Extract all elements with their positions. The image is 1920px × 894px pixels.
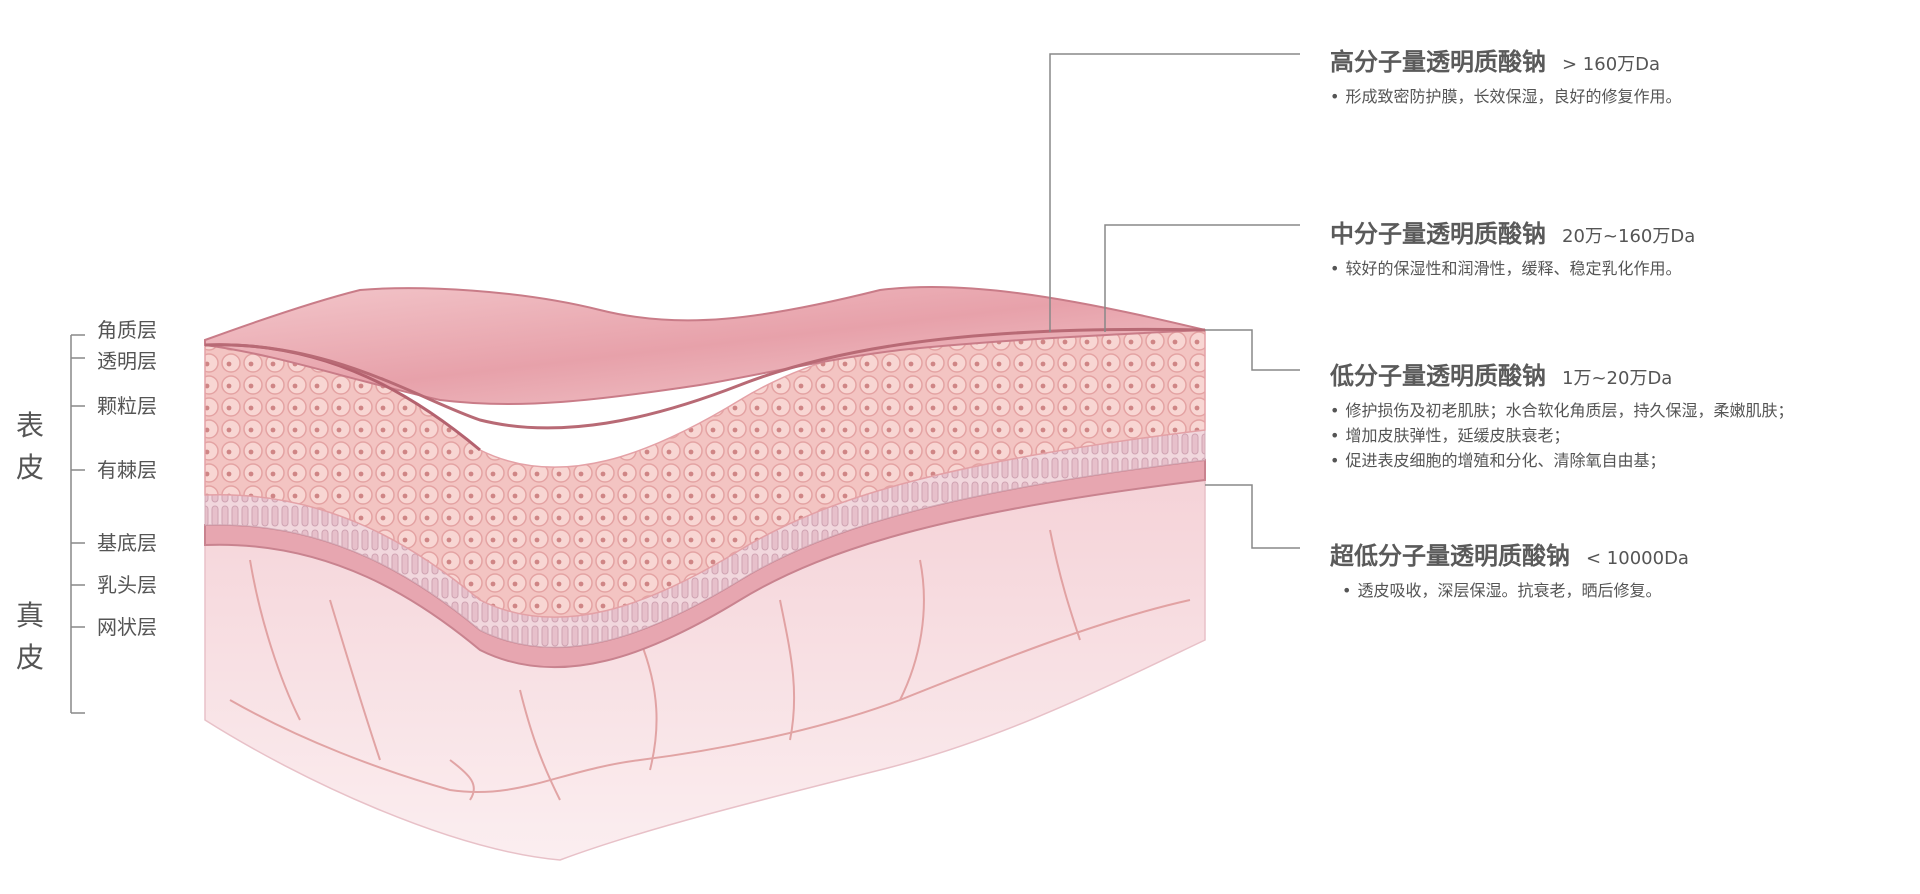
layer-bracket (70, 334, 85, 714)
callout-title: 中分子量透明质酸钠 (1330, 220, 1546, 248)
layer-label-stratum-corneum: 角质层 (97, 318, 157, 342)
callout-range: > 160万Da (1562, 54, 1661, 75)
callout-range: 1万~20万Da (1562, 368, 1673, 389)
callout-bullet: •促进表皮细胞的增殖和分化、清除氧自由基； (1330, 451, 1666, 471)
veins (229, 529, 1191, 801)
cell-layers (204, 327, 1206, 618)
callout-title: 低分子量透明质酸钠 (1330, 362, 1546, 390)
callout-ultra-low-mw: 超低分子量透明质酸钠 < 10000Da •透皮吸收，深层保湿。抗衰老，晒后修复。 (1330, 536, 1689, 602)
layer-label-reticular: 网状层 (97, 615, 157, 639)
layer-label-stratum-spinosum: 有棘层 (97, 458, 157, 482)
layer-label-stratum-basale: 基底层 (97, 531, 157, 555)
callout-bullet: •增加皮肤弹性，延缓皮肤衰老； (1330, 426, 1570, 446)
dermis-label: 真皮 (15, 599, 44, 674)
layer-label-papillary: 乳头层 (97, 573, 157, 597)
callout-title: 高分子量透明质酸钠 (1330, 48, 1546, 76)
callout-range: < 10000Da (1586, 548, 1689, 569)
callout-high-mw: 高分子量透明质酸钠 > 160万Da •形成致密防护膜，长效保湿，良好的修复作用。 (1330, 42, 1681, 108)
callout-medium-mw: 中分子量透明质酸钠 20万~160万Da •较好的保湿性和润滑性，缓释、稳定乳化作… (1330, 214, 1695, 280)
callout-range: 20万~160万Da (1562, 226, 1696, 247)
connector-lines (1049, 53, 1300, 549)
callout-title: 超低分子量透明质酸钠 (1330, 542, 1570, 570)
callout-bullet: •修护损伤及初老肌肤；水合软化角质层，持久保湿，柔嫩肌肤； (1330, 401, 1794, 420)
callout-bullet: •透皮吸收，深层保湿。抗衰老，晒后修复。 (1342, 581, 1662, 600)
callout-low-mw: 低分子量透明质酸钠 1万~20万Da •修护损伤及初老肌肤；水合软化角质层，持久保… (1330, 356, 1793, 473)
layer-label-stratum-lucidum: 透明层 (97, 349, 157, 373)
epidermis-label: 表皮 (15, 409, 44, 484)
callout-bullet: •形成致密防护膜，长效保湿，良好的修复作用。 (1330, 87, 1682, 106)
layer-label-stratum-granulosum: 颗粒层 (97, 394, 157, 418)
callout-bullet: •较好的保湿性和润滑性，缓释、稳定乳化作用。 (1330, 259, 1682, 278)
